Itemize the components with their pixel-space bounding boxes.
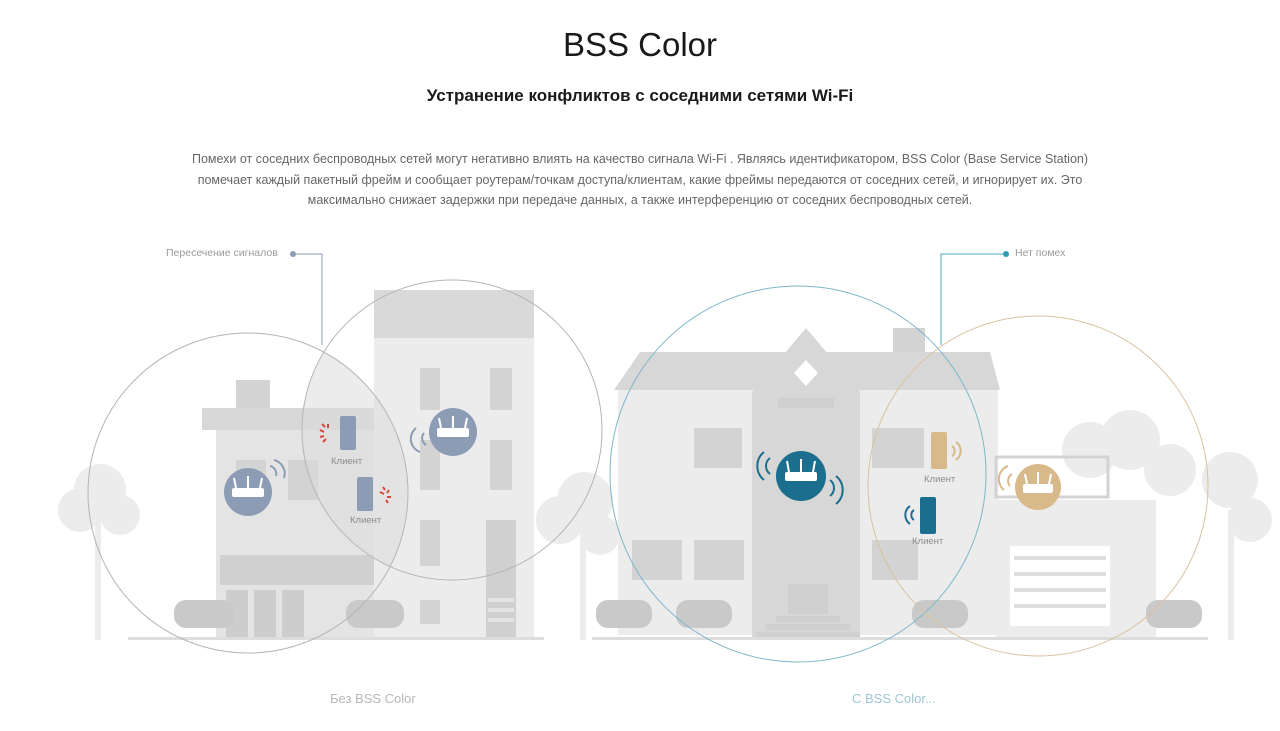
left-signal-circle-a bbox=[87, 332, 409, 654]
client-label: Клиент bbox=[924, 474, 956, 485]
router-icon bbox=[776, 451, 826, 501]
left-trees bbox=[58, 464, 620, 640]
page-title: BSS Color bbox=[562, 26, 718, 63]
client-label: Клиент bbox=[912, 536, 944, 547]
wifi-wave-icon bbox=[409, 427, 427, 453]
loading-spinner-icon bbox=[319, 423, 329, 443]
callout-signal-overlap: Пересечение сигналов bbox=[166, 247, 278, 259]
wifi-wave-icon bbox=[269, 459, 286, 479]
callout-line-right bbox=[940, 253, 1003, 345]
client-label: Клиент bbox=[331, 456, 363, 467]
right-signal-circle-blue bbox=[609, 285, 987, 663]
callout-dot-right bbox=[1003, 251, 1009, 257]
callout-dot-left bbox=[290, 251, 296, 257]
router-icon bbox=[1015, 464, 1061, 510]
phone-icon bbox=[920, 497, 936, 534]
right-signal-circle-gold bbox=[867, 315, 1209, 657]
page-subtitle: Устранение конфликтов с соседними сетями… bbox=[426, 86, 854, 105]
loading-spinner-icon bbox=[379, 486, 391, 504]
router-icon bbox=[429, 408, 477, 456]
wifi-wave-icon bbox=[951, 441, 962, 461]
wifi-wave-icon bbox=[756, 451, 844, 505]
wifi-wave-icon bbox=[904, 505, 915, 525]
left-scene bbox=[58, 251, 620, 654]
callout-line-left bbox=[296, 253, 323, 345]
garage bbox=[994, 455, 1156, 640]
caption-with-bss-color: С BSS Color... bbox=[852, 691, 936, 706]
wifi-wave-icon bbox=[997, 465, 1013, 491]
feature-description: Помехи от соседних беспроводных сетей мо… bbox=[191, 152, 1089, 207]
phone-icon bbox=[357, 477, 373, 511]
right-scene bbox=[592, 251, 1272, 663]
right-trees bbox=[630, 410, 1272, 640]
caption-without-bss-color: Без BSS Color bbox=[330, 691, 416, 706]
callout-no-interference: Нет помех bbox=[1015, 247, 1066, 259]
right-cars bbox=[596, 600, 1202, 628]
phone-icon bbox=[340, 416, 356, 450]
left-signal-circle-b bbox=[301, 279, 603, 581]
router-icon bbox=[224, 468, 272, 516]
client-label: Клиент bbox=[350, 515, 382, 526]
phone-icon bbox=[931, 432, 947, 469]
left-ground bbox=[128, 637, 544, 640]
right-ground bbox=[592, 637, 1208, 640]
